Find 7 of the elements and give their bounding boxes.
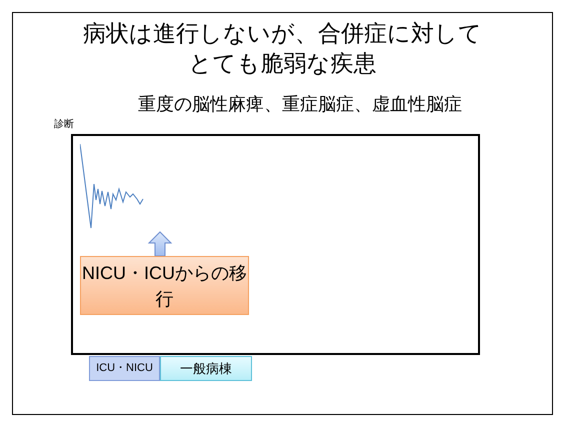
block-arrow: [148, 231, 172, 256]
chart-heading: 診断: [54, 119, 74, 131]
title: 病状は進行しないが、合併症に対してとても脆弱な疾患: [82, 19, 483, 78]
ward-tab: ICU・NICU: [89, 356, 160, 381]
ward-tab: 一般病棟: [160, 356, 252, 381]
transition-box: NICU・ICUからの移行: [80, 256, 249, 315]
subtitle: 重度の脳性麻痺、重症脳症、虚血性脳症: [137, 93, 463, 116]
